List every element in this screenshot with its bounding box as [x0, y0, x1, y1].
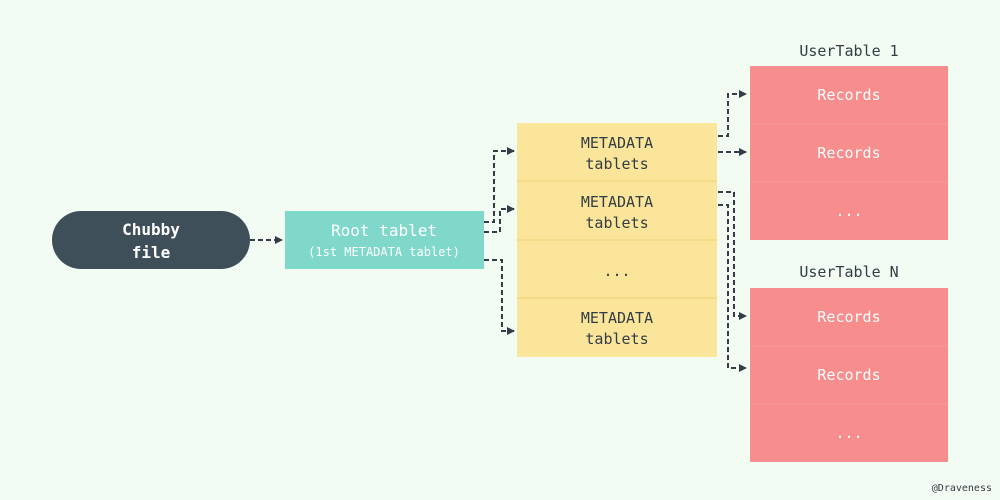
usertable-1: UserTable 1 Records Records ... — [750, 42, 948, 240]
usertable-1-title: UserTable 1 — [799, 42, 898, 60]
usertable-1-record-2: Records — [817, 144, 880, 162]
usertable-n-record-2: Records — [817, 366, 880, 384]
metadata-cell-1-line1: METADATA — [581, 134, 653, 152]
arrow-metadata2-to-records-n2 — [718, 204, 747, 372]
usertable-1-ellipsis: ... — [835, 202, 862, 220]
arrow-metadata2-to-records-n1 — [718, 191, 747, 320]
usertable-n-ellipsis: ... — [835, 424, 862, 442]
chubby-file-label-line1: Chubby — [122, 220, 180, 239]
metadata-cell-4-line2: tablets — [585, 330, 648, 348]
metadata-cell-1-line2: tablets — [585, 155, 648, 173]
arrow-root-to-metadata-1 — [484, 147, 515, 223]
metadata-cell-3-ellipsis: ... — [603, 262, 630, 280]
root-tablet-title: Root tablet — [331, 221, 437, 240]
usertable-1-record-1: Records — [817, 86, 880, 104]
usertable-n: UserTable N Records Records ... — [750, 263, 948, 462]
watermark: @Draveness — [931, 483, 992, 494]
root-tablet-node: Root tablet (1st METADATA tablet) — [285, 211, 484, 269]
metadata-cell-2-line1: METADATA — [581, 193, 653, 211]
connectors — [250, 90, 747, 372]
usertable-n-record-1: Records — [817, 308, 880, 326]
root-tablet-subtitle: (1st METADATA tablet) — [308, 245, 460, 259]
metadata-cell-4-line1: METADATA — [581, 309, 653, 327]
arrow-root-to-metadata-2 — [484, 205, 515, 233]
metadata-cell-2-line2: tablets — [585, 214, 648, 232]
arrow-metadata1-to-records-1 — [718, 90, 747, 137]
chubby-file-node: Chubby file — [52, 211, 250, 269]
metadata-tablets-stack: METADATA tablets METADATA tablets ... ME… — [517, 123, 717, 357]
chubby-file-label-line2: file — [132, 243, 171, 262]
usertable-n-title: UserTable N — [799, 263, 898, 281]
arrow-root-to-metadata-4 — [484, 259, 515, 335]
